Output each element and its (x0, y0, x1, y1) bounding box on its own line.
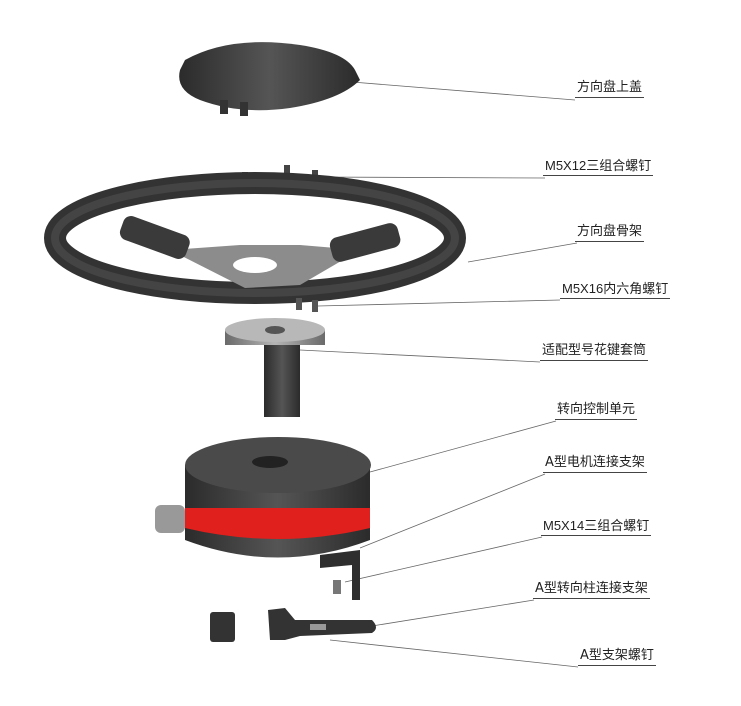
top-cover-part (179, 42, 360, 116)
label-top-cover: 方向盘上盖 (575, 80, 645, 98)
label-wheel-frame: 方向盘骨架 (575, 224, 645, 242)
label-motor-bracket: A型电机连接支架 (543, 455, 647, 473)
label-column-bracket: A型转向柱连接支架 (533, 581, 650, 599)
steering-control-unit-part (155, 437, 371, 558)
leader-lines (299, 81, 579, 668)
spline-sleeve-part (225, 318, 325, 417)
label-steering-unit: 转向控制单元 (555, 402, 638, 420)
label-bracket-screw: A型支架螺钉 (578, 648, 656, 666)
brackets (210, 550, 376, 642)
steering-wheel-frame (44, 172, 466, 304)
m5x16-screws (296, 298, 318, 312)
label-m5x14-screw: M5X14三组合螺钉 (541, 518, 652, 536)
label-m5x16-screw: M5X16内六角螺钉 (560, 281, 671, 299)
label-spline-sleeve: 适配型号花键套筒 (540, 343, 649, 361)
label-m5x12-screw: M5X12三组合螺钉 (543, 158, 654, 176)
